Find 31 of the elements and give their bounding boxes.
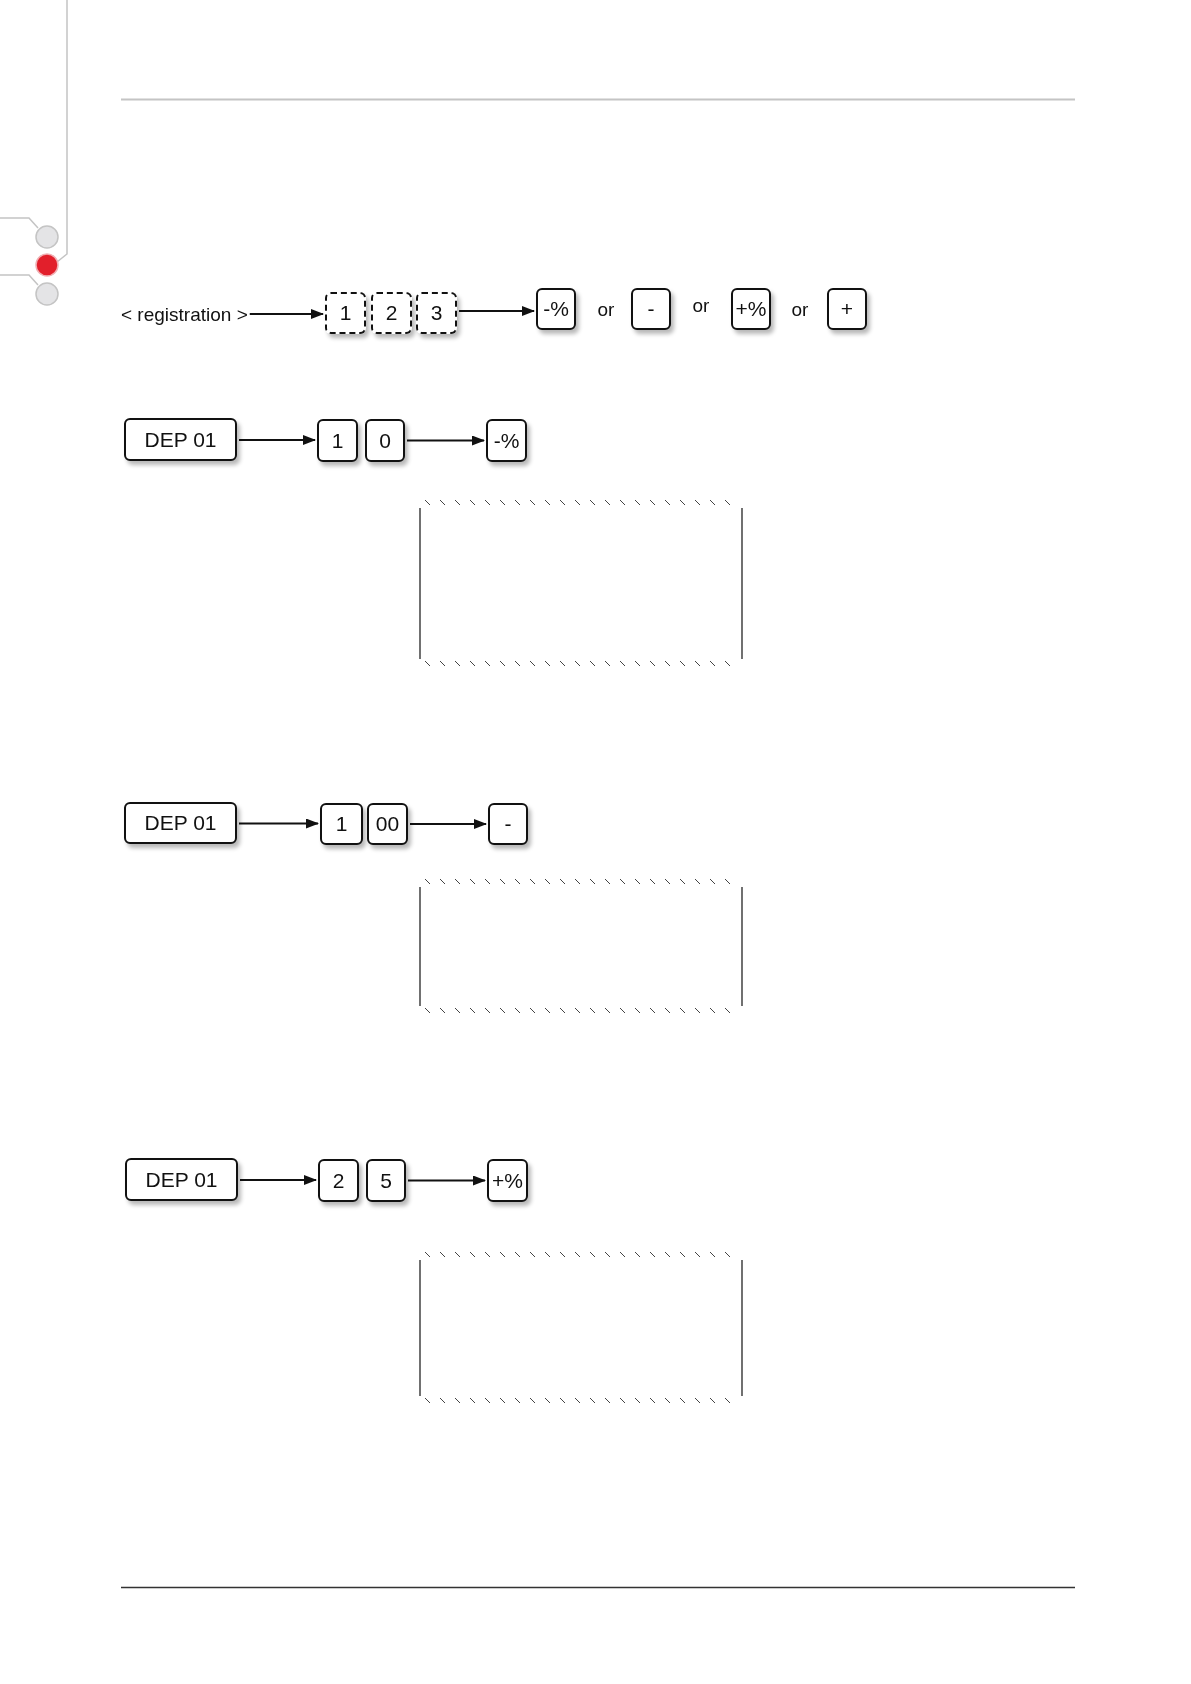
keyboard-key: 5: [366, 1159, 406, 1202]
keyboard-key: 1: [320, 803, 363, 845]
keyboard-key: +%: [731, 288, 771, 330]
keyboard-key: -%: [486, 419, 527, 462]
keyboard-key: -: [631, 288, 671, 330]
keyboard-key: +%: [487, 1159, 528, 1202]
keyboard-key: -%: [536, 288, 576, 330]
keyboard-key: 1: [317, 419, 358, 462]
arrow: [409, 819, 487, 829]
keyboard-key: DEP 01: [125, 1158, 238, 1201]
separator-text: or: [791, 299, 809, 321]
keyboard-key: DEP 01: [124, 418, 237, 461]
arrow: [407, 1175, 486, 1186]
keyboard-key: 2: [318, 1159, 359, 1202]
keyboard-key: 00: [367, 803, 408, 845]
arrow: [238, 818, 319, 829]
step-text: < registration >: [121, 302, 248, 328]
arrow: [239, 1175, 317, 1185]
arrow: [406, 435, 485, 446]
keyboard-key: DEP 01: [124, 802, 237, 844]
arrow: [238, 435, 316, 445]
numeric-entry-key: 2: [371, 292, 412, 334]
arrow: [458, 306, 535, 316]
keyboard-key: -: [488, 803, 528, 845]
keyboard-key: 0: [365, 419, 405, 462]
numeric-entry-key: 3: [416, 292, 457, 334]
separator-text: or: [597, 299, 615, 321]
numeric-entry-key: 1: [325, 292, 366, 334]
separator-text: or: [692, 295, 710, 317]
keyboard-key: +: [827, 288, 867, 330]
arrow: [248, 309, 324, 319]
